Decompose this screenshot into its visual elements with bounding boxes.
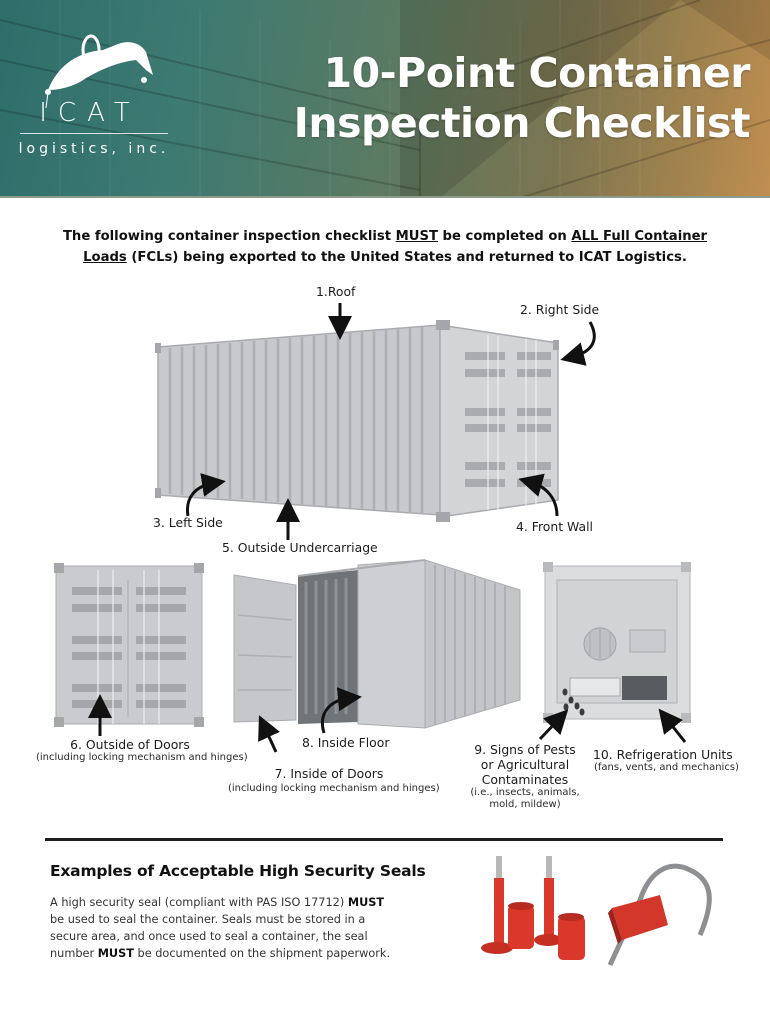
checkpoint-1-roof: 1.Roof [316, 284, 356, 299]
title-line-1: 10-Point Container [323, 49, 751, 97]
arrow-inside-doors-icon [258, 715, 280, 753]
arrow-left-side-icon [185, 473, 226, 517]
arrows-top [185, 303, 596, 540]
checkpoint-7-inside-doors: 7. Inside of Doors [274, 766, 384, 781]
arrow-refrigeration-icon [658, 708, 687, 743]
seals-text-1: A high security seal (compliant with PAS… [50, 896, 348, 909]
arrow-front-wall-icon [518, 473, 559, 517]
seals-heading: Examples of Acceptable High Security Sea… [50, 862, 426, 880]
intro-text-2: be completed on [437, 229, 572, 244]
checkpoint-9-note-1: (i.e., insects, animals, [470, 787, 580, 798]
checkpoint-9-line-3: Contaminates [481, 772, 569, 787]
banner-edge [0, 196, 770, 198]
arrows-bottom [88, 687, 687, 753]
checkpoint-9-line-2: or Agricultural [480, 757, 570, 772]
seals-description: A high security seal (compliant with PAS… [50, 894, 400, 962]
open-container-illustration [233, 559, 521, 729]
checkpoint-8-inside-floor: 8. Inside Floor [302, 735, 390, 750]
logo-divider [20, 133, 168, 134]
section-divider [45, 838, 723, 841]
page-title: 10-Point Container Inspection Checklist [190, 48, 751, 148]
intro-must: MUST [395, 229, 438, 244]
checkpoint-10-note: (fans, vents, and mechanics) [594, 762, 739, 773]
checkpoint-4-front-wall: 4. Front Wall [516, 519, 593, 534]
logo-subtitle: logistics, inc. [18, 141, 170, 157]
intro-text-3: (FCLs) being exported to the United Stat… [126, 250, 687, 265]
checkpoint-7-note: (including locking mechanism and hinges) [228, 783, 440, 794]
checkpoint-6-note: (including locking mechanism and hinges) [36, 752, 248, 763]
seals-must-2: MUST [97, 947, 134, 960]
intro-text-1: The following container inspection check… [62, 229, 396, 244]
intro-statement: The following container inspection check… [60, 226, 710, 268]
checkpoint-2-right-side: 2. Right Side [520, 302, 600, 317]
checkpoint-5-undercarriage: 5. Outside Undercarriage [222, 540, 378, 555]
checkpoint-9-pests: 9. Signs of Pests or Agricultural Contam… [470, 742, 580, 811]
seals-must-1: MUST [347, 896, 385, 909]
logo-name: ICAT [39, 98, 141, 128]
outside-doors-illustration [54, 563, 204, 727]
main-container-illustration [155, 320, 559, 522]
arrow-inside-floor-icon [321, 687, 362, 734]
icat-logo [18, 30, 168, 170]
checkpoint-6-outside-doors: 6. Outside of Doors [70, 737, 190, 752]
container-stack-background [0, 0, 770, 198]
leaping-cat-logo-icon [45, 34, 153, 109]
checkpoint-10-refrigeration: 10. Refrigeration Units [593, 747, 733, 762]
checkpoint-3-left-side: 3. Left Side [153, 515, 223, 530]
checkpoint-9-note-2: mold, mildew) [489, 799, 561, 810]
reefer-container-illustration [543, 562, 691, 723]
seals-text-3: be documented on the shipment paperwork. [133, 947, 391, 960]
arrow-pests-icon [538, 709, 569, 741]
header-banner: ICAT logistics, inc. 10-Point Container … [0, 0, 770, 198]
intro-all-fcl: ALL Full Container Loads [83, 229, 708, 265]
arrow-right-side-icon [560, 321, 596, 366]
seals-text-2: be used to seal the container. Seals mus… [50, 913, 368, 960]
checkpoint-9-line-1: 9. Signs of Pests [474, 742, 576, 757]
title-line-2: Inspection Checklist [293, 99, 751, 147]
